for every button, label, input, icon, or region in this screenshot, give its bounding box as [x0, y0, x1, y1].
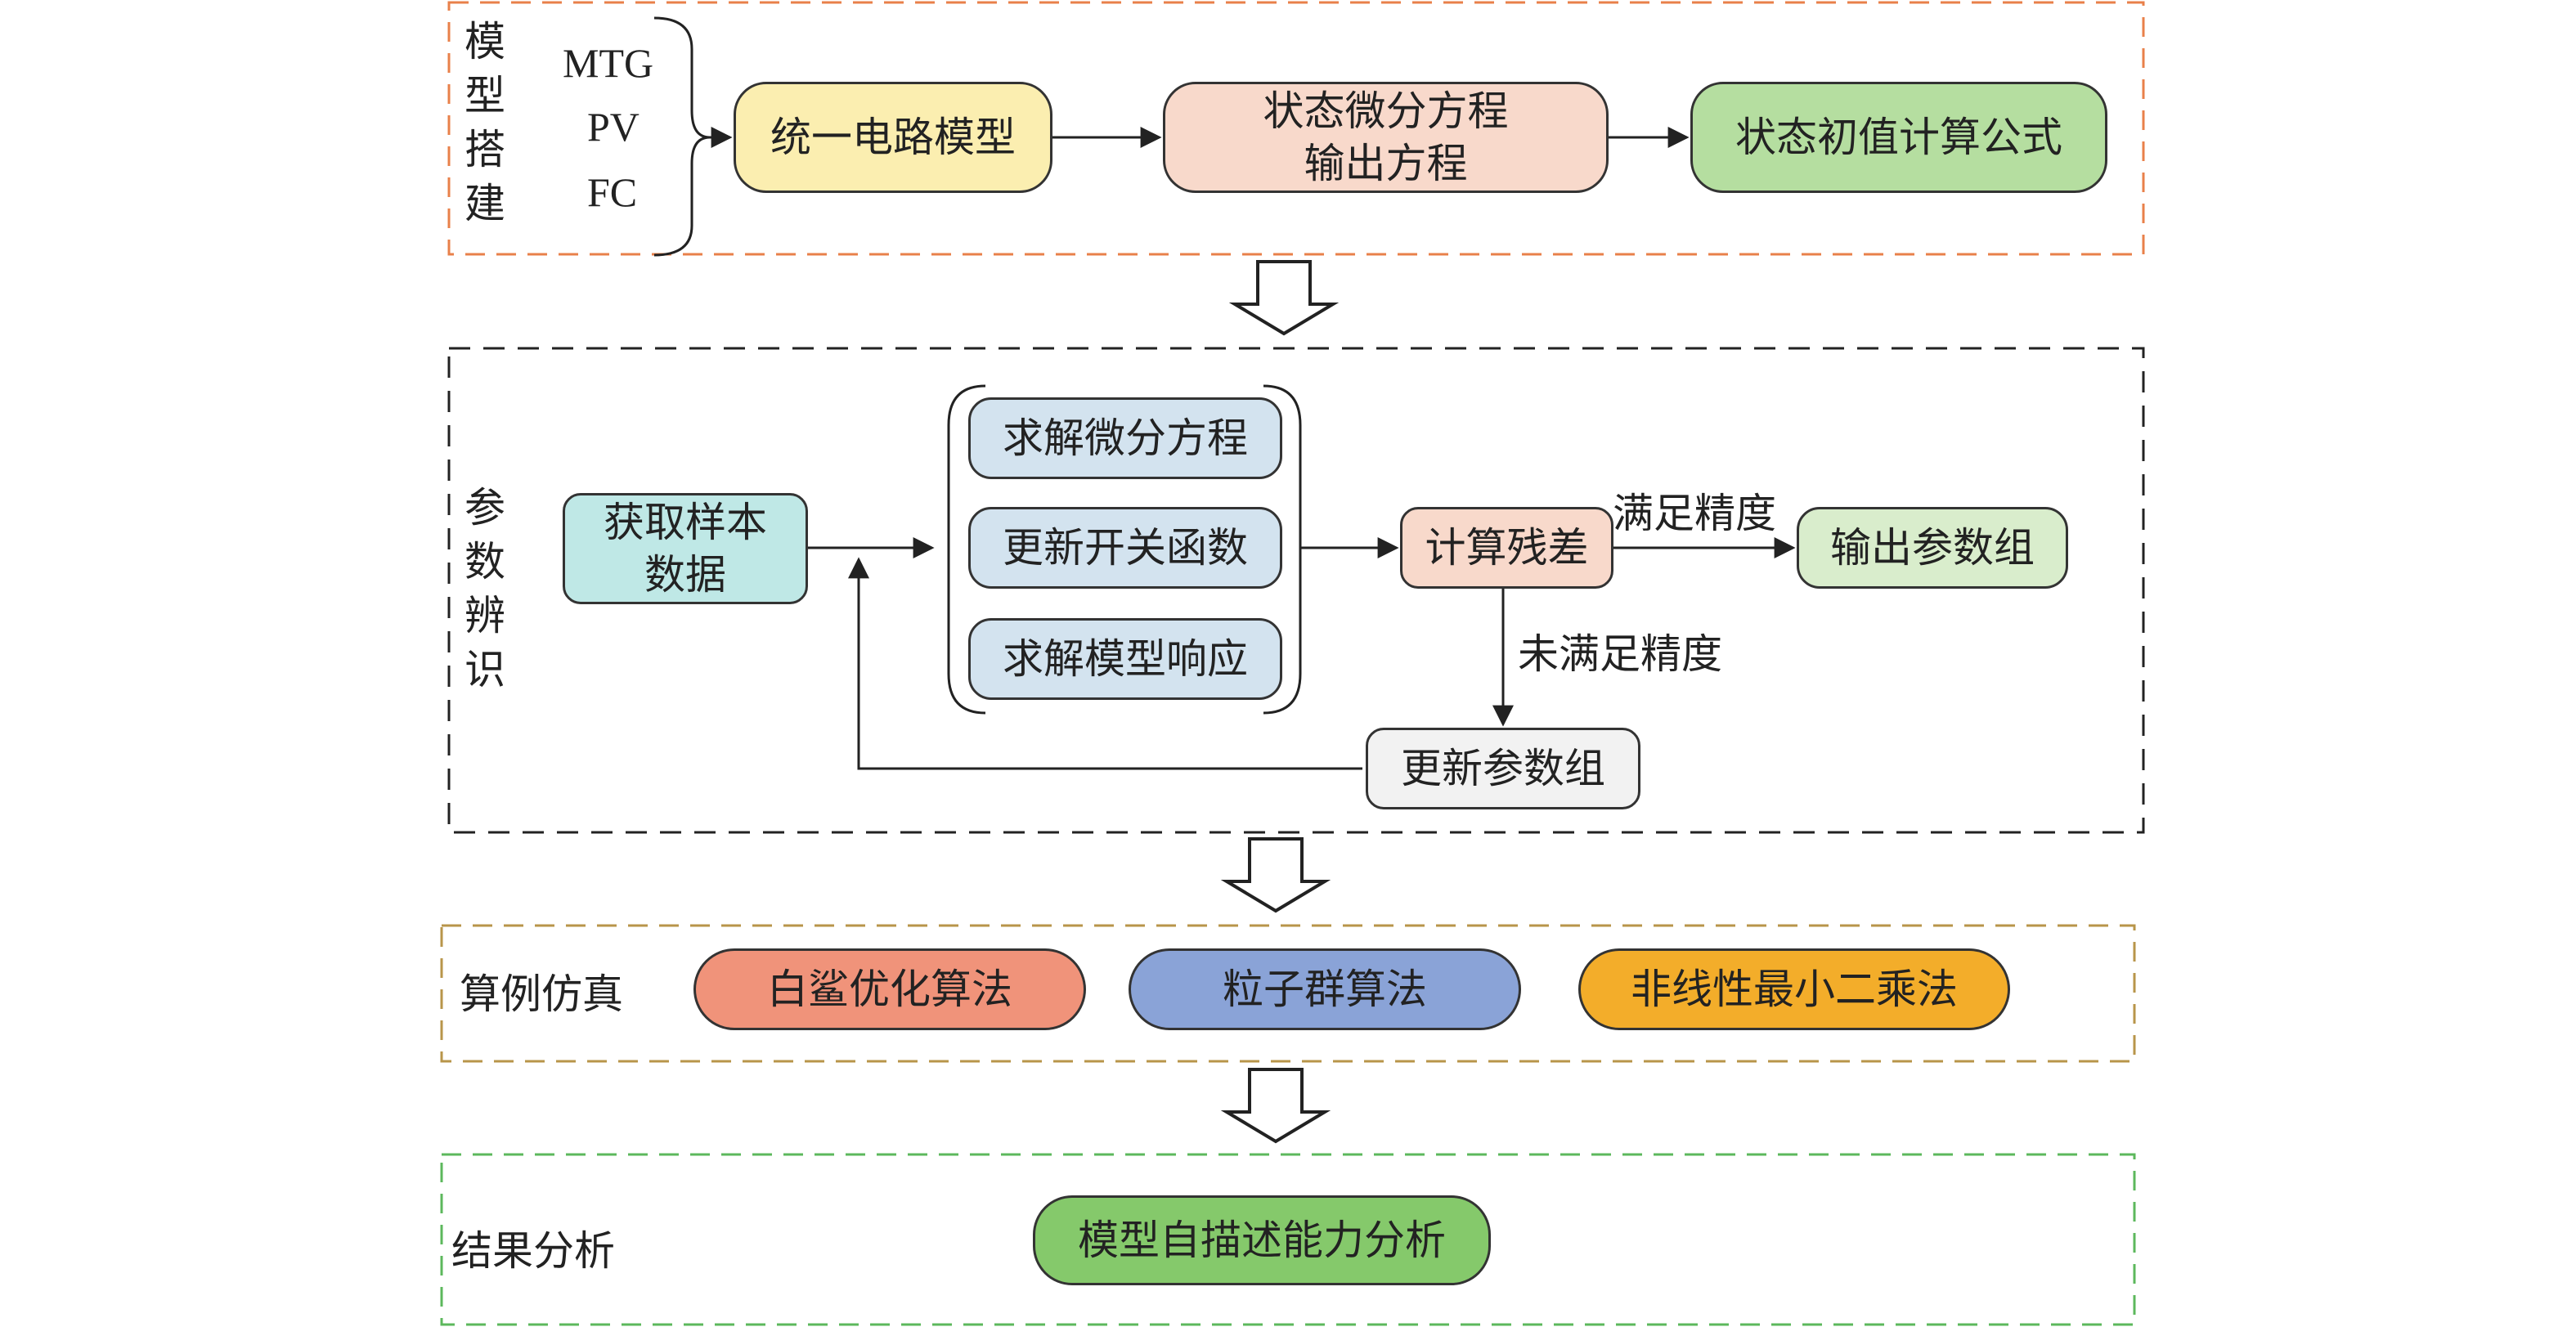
edge-label-unsatisfied: 未满足精度: [1518, 630, 1722, 678]
node-update-switch-function: 更新开关函数: [968, 507, 1282, 589]
node-self-description-analysis: 模型自描述能力分析: [1033, 1195, 1491, 1285]
section-label-result-analysis: 结果分析: [451, 1227, 615, 1275]
arrow-update-feedback: [848, 557, 1362, 770]
node-output-parameter-set: 输出参数组: [1797, 507, 2068, 589]
section-label-char: 模: [464, 18, 505, 65]
down-arrow-1: [1228, 260, 1340, 336]
section-label-model-building: 模 型 搭 建: [464, 15, 505, 231]
section-label-char: 搭: [464, 126, 505, 173]
node-unified-circuit-model: 统一电路模型: [734, 82, 1052, 193]
component-pv: PV: [587, 104, 640, 150]
section-label-char: 建: [464, 180, 505, 227]
section-label-char: 型: [464, 72, 505, 119]
edge-label-satisfied: 满足精度: [1613, 490, 1776, 537]
node-update-parameter-set: 更新参数组: [1366, 728, 1640, 809]
section-label-param-identification: 参 数 辨 识: [464, 481, 505, 697]
section-label-char: 数: [464, 538, 505, 585]
section-label-char: 参: [464, 484, 505, 531]
node-initial-value-formula: 状态初值计算公式: [1690, 82, 2107, 193]
frame-case-simulation: [440, 924, 2136, 1063]
frame-result-analysis: [440, 1153, 2136, 1326]
node-state-equations: 状态微分方程 输出方程: [1163, 82, 1609, 193]
frame-model-building: [447, 1, 2145, 256]
node-nonlinear-least-squares: 非线性最小二乘法: [1578, 948, 2010, 1030]
section-label-char: 识: [464, 646, 505, 693]
component-fc: FC: [587, 169, 638, 215]
section-label-case-simulation: 算例仿真: [460, 971, 623, 1018]
paren-left: [947, 384, 986, 715]
node-compute-residual: 计算残差: [1400, 507, 1613, 589]
node-solve-differential-equation: 求解微分方程: [968, 397, 1282, 479]
node-particle-swarm: 粒子群算法: [1129, 948, 1521, 1030]
node-solve-model-response: 求解模型响应: [968, 618, 1282, 700]
component-mtg: MTG: [563, 40, 654, 86]
node-get-sample-data: 获取样本 数据: [563, 493, 808, 604]
down-arrow-2: [1220, 837, 1331, 913]
down-arrow-3: [1220, 1068, 1331, 1144]
node-white-shark-optimizer: 白鲨优化算法: [693, 948, 1086, 1030]
brace-components: [653, 16, 711, 257]
paren-right: [1263, 384, 1302, 715]
section-label-char: 辨: [464, 592, 505, 639]
frame-param-identification: [447, 347, 2145, 834]
